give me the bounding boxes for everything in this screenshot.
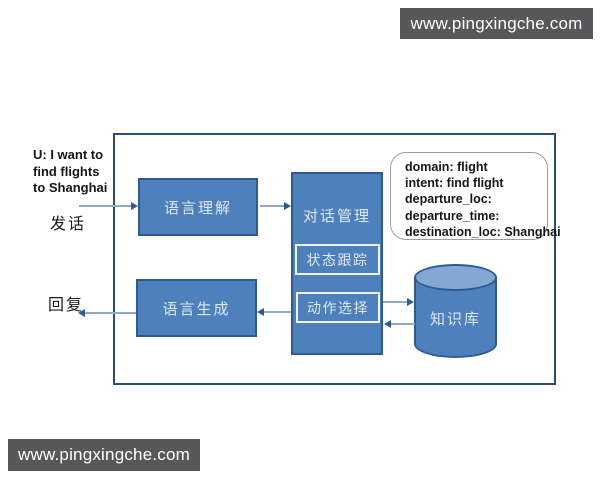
node-action-selection: 动作选择 [296,292,380,323]
node-language-generation: 语言生成 [136,279,257,337]
arrow-dm-to-nlg-line [263,311,291,313]
node-state-tracking-label: 状态跟踪 [306,251,369,268]
callout-line-domain: domain: flight [405,160,488,174]
arrow-nlu-to-dm-head [284,202,291,210]
node-language-understanding: 语言理解 [138,178,258,236]
arrow-nlu-to-dm-line [260,205,285,207]
node-state-tracking: 状态跟踪 [295,244,380,275]
watermark-text-bottom: www.pingxingche.com [18,445,190,464]
arrow-nlg-to-reply-head [78,309,85,317]
arrow-nlg-to-reply-line [84,312,136,314]
watermark-banner-top: www.pingxingche.com [400,8,593,39]
node-language-understanding-label: 语言理解 [163,199,232,217]
callout-line-destination-loc: destination_loc: Shanghai [405,224,561,239]
watermark-banner-bottom: www.pingxingche.com [8,439,200,471]
arrow-action-to-kb-head [407,298,414,306]
node-language-generation-label: 语言生成 [162,300,231,318]
callout-line-departure-loc: departure_loc: [405,192,492,207]
node-knowledge-base: 知识库 [414,264,497,358]
node-action-selection-label: 动作选择 [307,299,369,316]
utterance-label: 发话 [50,216,87,233]
node-knowledge-base-label: 知识库 [429,311,481,328]
arrow-action-to-kb-line [383,301,409,303]
arrow-kb-to-action-head [384,320,391,328]
arrow-kb-to-action-line [390,323,415,325]
arrow-utterance-to-nlu-line [79,205,132,207]
callout-line-departure-time: departure_time: [405,208,500,223]
node-dialogue-management-label: 对话管理 [302,208,371,225]
callout-line-intent: intent: find flight [405,176,504,191]
user-utterance-text: U: I want to find flights to Shanghai [33,147,108,195]
arrow-utterance-to-nlu-head [131,202,138,210]
reply-label: 回复 [48,297,85,314]
slot-value-callout: domain: flight intent: find flight depar… [390,152,561,240]
watermark-text-top: www.pingxingche.com [410,13,583,33]
cylinder-top-ellipse [414,264,497,291]
arrow-dm-to-nlg-head [257,308,264,316]
